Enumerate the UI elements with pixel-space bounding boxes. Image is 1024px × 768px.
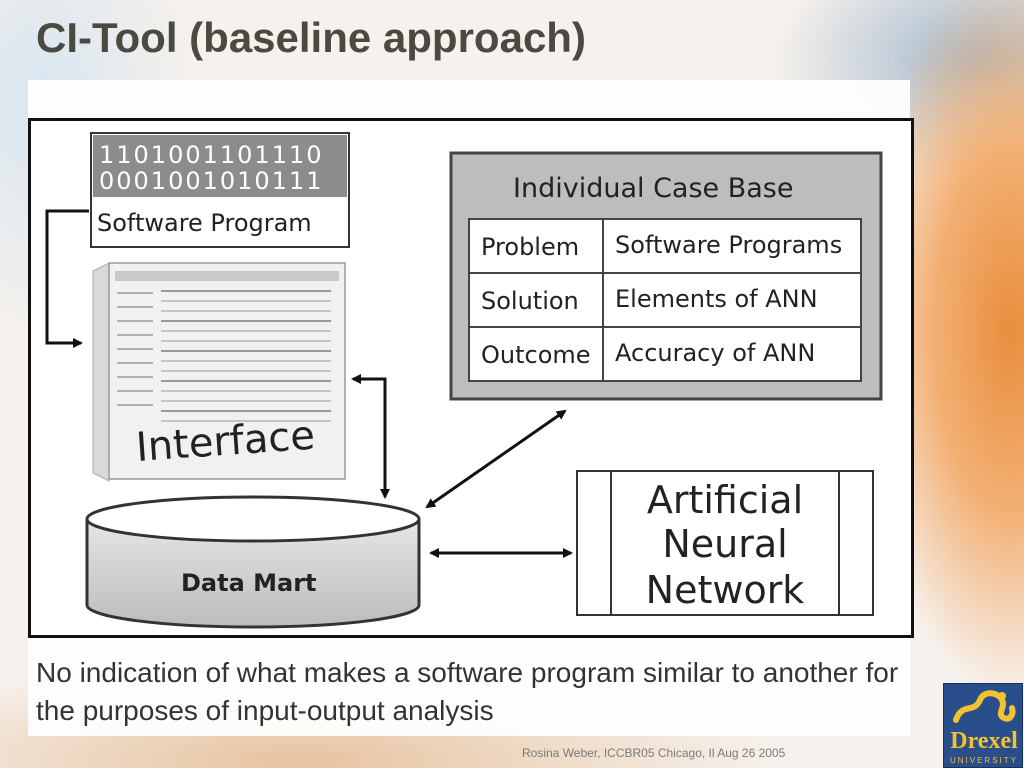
logo-wordmark: Drexel: [950, 728, 1018, 754]
slide-title: CI-Tool (baseline approach): [36, 14, 586, 61]
case-base-key-1: Solution: [481, 287, 579, 315]
data-mart-case-base-arrow: [425, 409, 567, 509]
ann-line-3: Network: [646, 568, 805, 612]
case-base-value-0: Software Programs: [615, 231, 842, 259]
case-base-title: Individual Case Base: [513, 173, 793, 204]
software-program-label: Software Program: [97, 209, 312, 237]
case-base-value-2: Accuracy of ANN: [615, 339, 815, 367]
program-to-interface-arrow: [45, 209, 89, 348]
drexel-logo: Drexel UNIVERSITY: [943, 683, 1023, 768]
case-base-panel: Individual Case Base Problem Software Pro…: [449, 151, 883, 401]
ann-line-2: Neural: [662, 522, 787, 566]
data-mart-label: Data Mart: [181, 569, 317, 597]
case-base-value-1: Elements of ANN: [615, 285, 818, 313]
case-base-key-2: Outcome: [481, 341, 591, 369]
screenshot-table: [117, 290, 331, 422]
dragon-icon: [953, 690, 1016, 723]
ann-box: Artificial Neural Network: [576, 470, 874, 616]
interface-data-mart-arrow: [351, 374, 390, 499]
case-base-value-cell: [602, 218, 862, 274]
slide-footer: Rosina Weber, ICCBR05 Chicago, Il Aug 26…: [522, 746, 786, 760]
case-base-key-0: Problem: [481, 233, 579, 261]
data-mart-cylinder: Data Mart: [85, 495, 421, 629]
software-program-box: 1101001101110 0001001010111 Software Pro…: [90, 132, 350, 248]
ann-line-1: Artificial: [647, 478, 803, 522]
diagram-canvas: 1101001101110 0001001010111 Software Pro…: [45, 132, 883, 629]
logo-subtitle: UNIVERSITY: [949, 756, 1018, 765]
binary-line-2: 0001001010111: [99, 167, 324, 195]
slide-caption: No indication of what makes a software p…: [36, 657, 899, 726]
case-base-key-cell: [468, 326, 604, 382]
binary-code-band: [93, 135, 347, 197]
case-base-value-cell: [602, 326, 862, 382]
interface-screenshot: Interface: [92, 262, 346, 482]
system-diagram: 1101001101110 0001001010111 Software Pro…: [28, 118, 914, 638]
case-base-key-cell: [468, 218, 604, 274]
binary-line-1: 1101001101110: [99, 141, 324, 169]
